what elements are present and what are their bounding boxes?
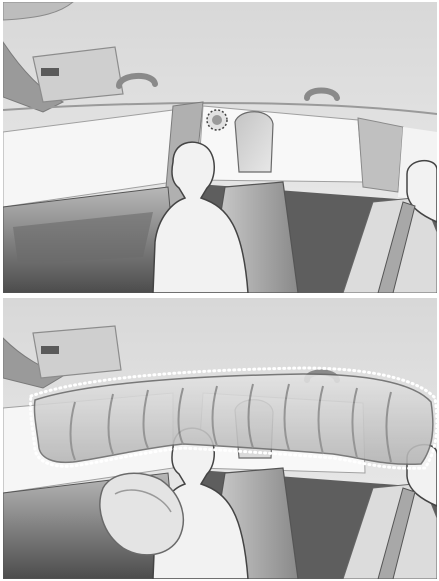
panel-before-deployment [3, 2, 437, 293]
panel-after-deployment [3, 298, 437, 579]
front-headrest [235, 112, 273, 172]
sensor-dot [212, 115, 222, 125]
c-pillar [358, 118, 403, 192]
car-interior-illustration-top [3, 2, 437, 293]
visor-clip [41, 346, 59, 354]
visor-clip [41, 68, 59, 76]
car-interior-illustration-bottom [3, 298, 437, 579]
